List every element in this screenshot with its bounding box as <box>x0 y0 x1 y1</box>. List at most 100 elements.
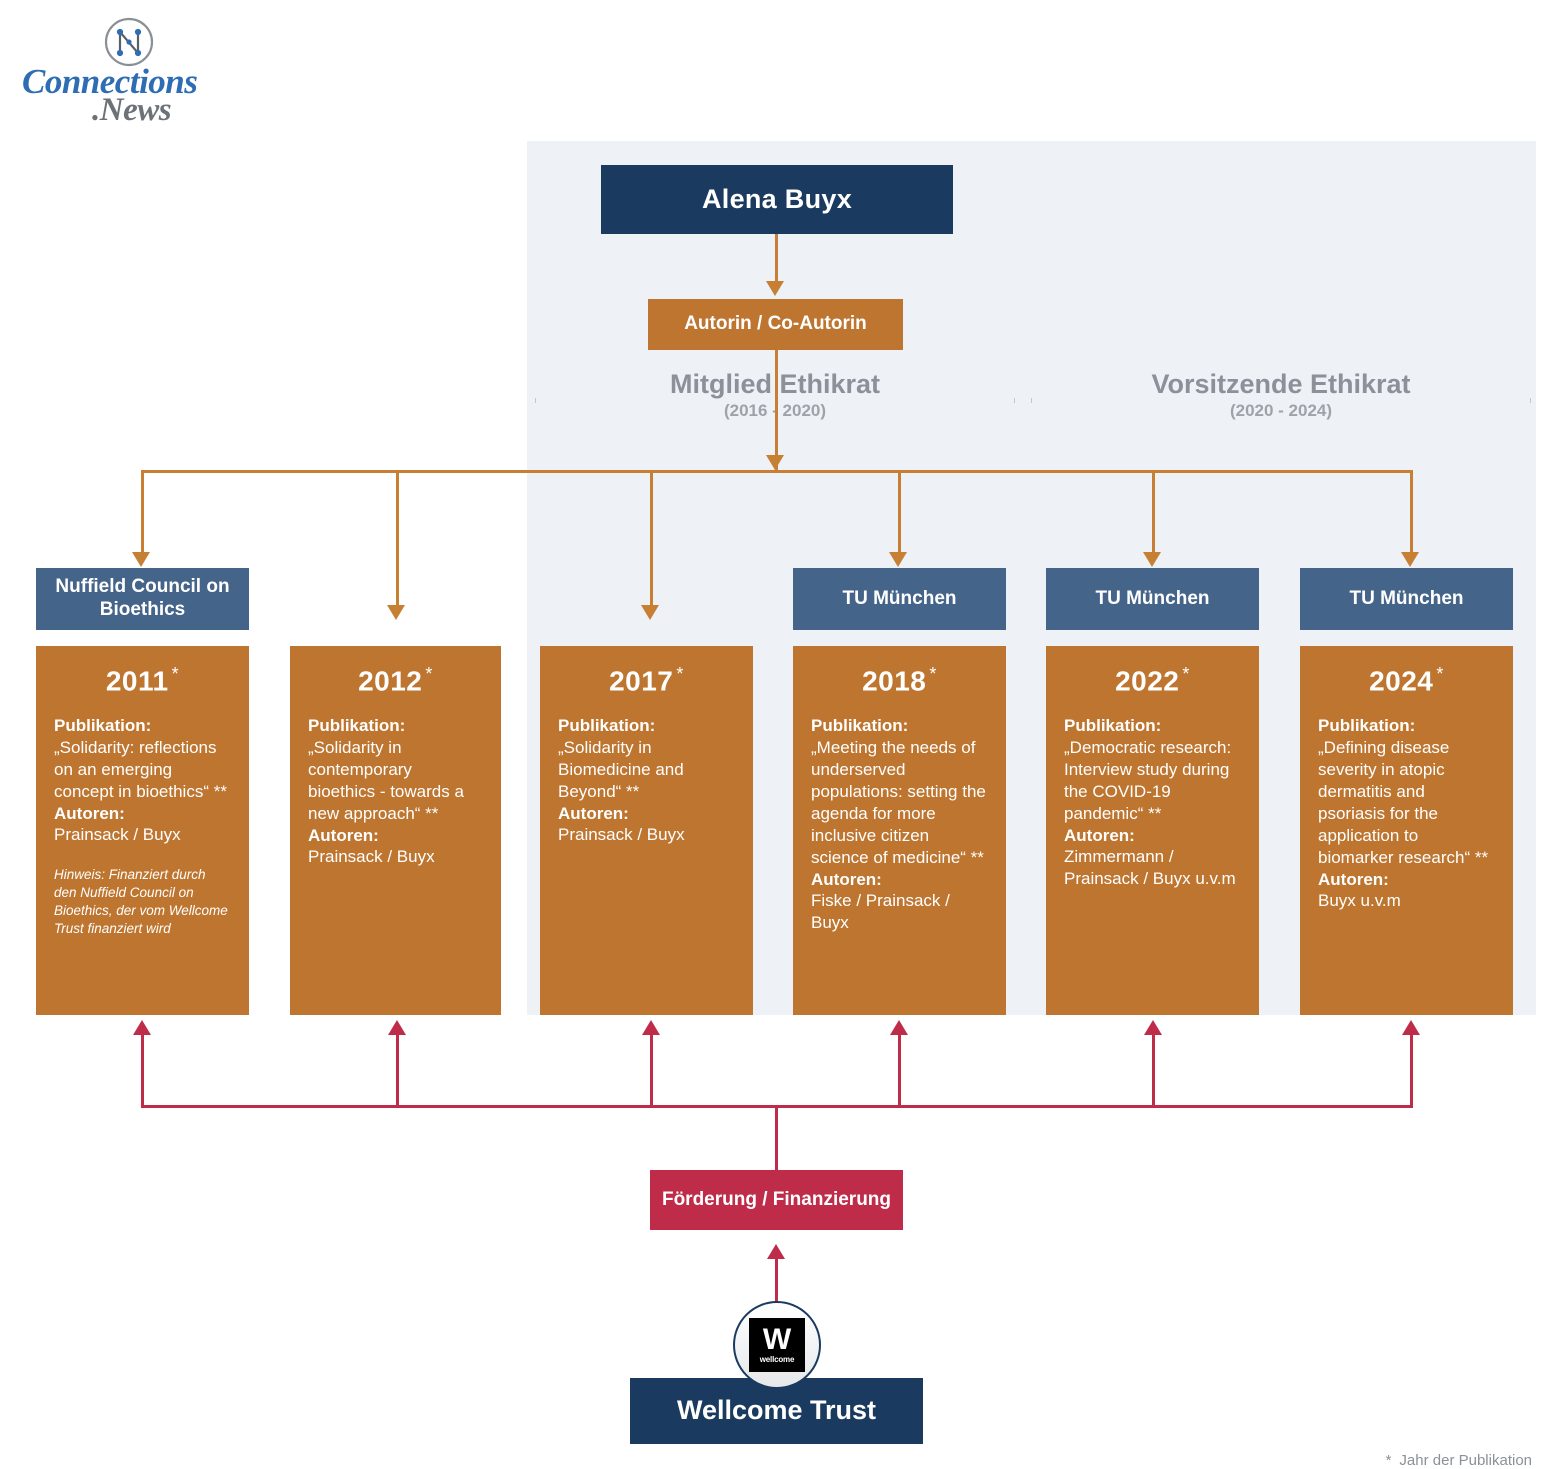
footnote-text: Jahr der Publikation <box>1399 1452 1532 1469</box>
connector-drop-col-5 <box>1152 470 1155 553</box>
arrowhead-drop-col-6 <box>1401 552 1419 567</box>
funding-hub-node[interactable]: Förderung / Finanzierung <box>650 1170 903 1230</box>
funding-arrowhead-col-4 <box>890 1020 908 1035</box>
authors-value: Buyx u.v.m <box>1318 891 1401 911</box>
authors-label: Autoren: <box>558 803 629 823</box>
arrowhead-drop-col-2 <box>387 605 405 620</box>
bracket-years: (2020 - 2024) <box>1223 402 1339 419</box>
role-node-label: Autorin / Co-Autorin <box>684 313 867 335</box>
brand-logo: Connections .News <box>22 14 282 127</box>
arrowhead-drop-col-4 <box>889 552 907 567</box>
funding-riser-col-6 <box>1410 1035 1413 1107</box>
wellcome-logo-letter: W <box>762 1323 792 1356</box>
funder-node-label: Wellcome Trust <box>676 1395 877 1426</box>
publication-year: 2018* <box>862 664 937 697</box>
wellcome-logo-word: wellcome <box>759 1355 795 1364</box>
publication-label: Publikation: <box>558 716 656 736</box>
publication-card-2018[interactable]: 2018* Publikation: „Meeting the needs of… <box>793 646 1006 1015</box>
brand-name-secondary: .News <box>92 92 172 128</box>
authors-value: Fiske / Prainsack / Buyx <box>811 891 950 933</box>
funding-riser-col-4 <box>898 1035 901 1107</box>
connector-drop-col-4 <box>898 470 901 553</box>
affiliation-node-nuffield-council[interactable]: Nuffield Council on Bioethics <box>36 568 249 630</box>
publication-label: Publikation: <box>1064 716 1162 736</box>
wellcome-logo-mark: W wellcome <box>749 1318 805 1372</box>
publication-year: 2024* <box>1369 664 1444 697</box>
funding-hub-label: Förderung / Finanzierung <box>661 1188 892 1210</box>
publication-title: „Democratic research: Interview study du… <box>1064 737 1232 823</box>
footnote: * Jahr der Publikation <box>1386 1452 1532 1469</box>
bracket-title: Vorsitzende Ethikrat <box>1031 371 1531 398</box>
footnote-marker: * <box>1385 1452 1392 1469</box>
authors-value: Zimmermann / Prainsack / Buyx u.v.m <box>1064 847 1236 889</box>
publication-card-2022[interactable]: 2022* Publikation: „Democratic research:… <box>1046 646 1259 1015</box>
connector-distribution-bus <box>141 470 1413 473</box>
connector-drop-col-1 <box>141 470 144 553</box>
brand-name-primary: Connections <box>22 62 198 101</box>
publication-label: Publikation: <box>54 716 152 736</box>
publication-title: „Solidarity in Biomedicine and Beyond“ *… <box>558 737 684 801</box>
authors-label: Autoren: <box>1064 825 1135 845</box>
funding-hub-stem <box>775 1105 778 1171</box>
authors-value: Prainsack / Buyx <box>558 825 685 845</box>
arrowhead-drop-col-5 <box>1143 552 1161 567</box>
publication-label: Publikation: <box>1318 716 1416 736</box>
funder-to-hub-arrowhead <box>767 1244 785 1259</box>
affiliation-node-tu-muenchen-2024[interactable]: TU München <box>1300 568 1513 630</box>
connector-role-stem <box>775 350 778 472</box>
funding-arrowhead-col-2 <box>388 1020 406 1035</box>
funding-riser-col-2 <box>396 1035 399 1107</box>
arrowhead-person-to-role <box>766 281 784 296</box>
affiliation-node-tu-muenchen-2018[interactable]: TU München <box>793 568 1006 630</box>
affiliation-label: TU München <box>1349 587 1464 609</box>
authors-label: Autoren: <box>308 825 379 845</box>
funding-arrowhead-col-3 <box>642 1020 660 1035</box>
publication-year: 2011* <box>105 664 180 697</box>
connector-drop-col-6 <box>1410 470 1413 553</box>
connector-person-to-role <box>775 234 778 282</box>
authors-label: Autoren: <box>1318 870 1389 890</box>
publication-year: 2017* <box>609 664 684 697</box>
authors-value: Prainsack / Buyx <box>54 825 181 845</box>
authors-label: Autoren: <box>811 870 882 890</box>
bracket-label-mitglied: Mitglied Ethikrat (2016 - 2020) <box>535 371 1015 420</box>
publication-card-2011[interactable]: 2011* Publikation: „Solidarity: reflecti… <box>36 646 249 1015</box>
affiliation-node-tu-muenchen-2022[interactable]: TU München <box>1046 568 1259 630</box>
arrowhead-drop-col-3 <box>641 605 659 620</box>
connector-drop-col-3 <box>650 470 653 606</box>
funder-node-wellcome-trust[interactable]: Wellcome Trust <box>630 1378 923 1444</box>
connector-drop-col-2 <box>396 470 399 606</box>
funding-arrowhead-col-1 <box>133 1020 151 1035</box>
authors-label: Autoren: <box>54 803 125 823</box>
arrowhead-drop-col-1 <box>132 552 150 567</box>
bracket-label-vorsitzende: Vorsitzende Ethikrat (2020 - 2024) <box>1031 371 1531 420</box>
wellcome-logo-icon: W wellcome <box>733 1301 821 1389</box>
funding-arrowhead-col-6 <box>1402 1020 1420 1035</box>
publication-card-2017[interactable]: 2017* Publikation: „Solidarity in Biomed… <box>540 646 753 1015</box>
publication-title: „Meeting the needs of underserved popula… <box>811 737 986 868</box>
publication-label: Publikation: <box>811 716 909 736</box>
bracket-years: (2016 - 2020) <box>717 402 833 419</box>
publication-title: „Defining disease severity in atopic der… <box>1318 737 1489 868</box>
publication-label: Publikation: <box>308 716 406 736</box>
publication-title: „Solidarity: reflections on an emerging … <box>54 737 227 801</box>
funding-riser-col-5 <box>1152 1035 1155 1107</box>
arrowhead-role-stem <box>766 455 784 470</box>
publication-year: 2012* <box>358 664 433 697</box>
affiliation-label: Nuffield Council on Bioethics <box>55 576 230 620</box>
funding-note: Hinweis: Finanziert durch den Nuffield C… <box>54 867 228 937</box>
person-node-alena-buyx[interactable]: Alena Buyx <box>601 165 953 234</box>
funding-arrowhead-col-5 <box>1144 1020 1162 1035</box>
affiliation-label: TU München <box>842 587 957 609</box>
funding-riser-col-3 <box>650 1035 653 1107</box>
publication-title: „Solidarity in contemporary bioethics - … <box>308 737 464 823</box>
role-node-autorin[interactable]: Autorin / Co-Autorin <box>648 299 903 350</box>
publication-year: 2022* <box>1115 664 1190 697</box>
authors-value: Prainsack / Buyx <box>308 847 435 867</box>
affiliation-label: TU München <box>1095 587 1210 609</box>
funding-riser-col-1 <box>141 1035 144 1107</box>
person-node-label: Alena Buyx <box>701 183 853 214</box>
publication-card-2024[interactable]: 2024* Publikation: „Defining disease sev… <box>1300 646 1513 1015</box>
publication-card-2012[interactable]: 2012* Publikation: „Solidarity in contem… <box>290 646 501 1015</box>
